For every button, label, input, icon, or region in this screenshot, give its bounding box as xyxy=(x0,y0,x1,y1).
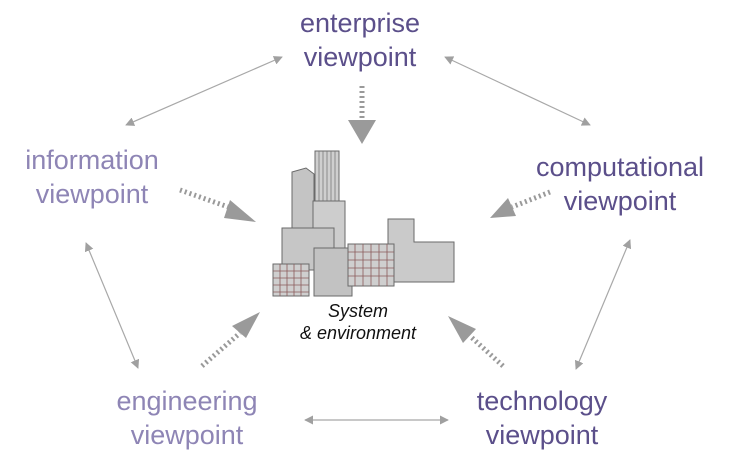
computational-viewpoint-label: computational viewpoint xyxy=(520,150,720,218)
engineering-viewpoint-label: engineering viewpoint xyxy=(92,384,282,452)
connector-computational-technology xyxy=(574,239,632,370)
engineering-viewpoint-line1: engineering xyxy=(116,386,258,416)
viewpoint-connectors xyxy=(84,56,632,425)
system-label-line1: System xyxy=(327,301,388,321)
computational-viewpoint-line1: computational xyxy=(535,152,705,182)
enterprise-viewpoint-label: enterprise viewpoint xyxy=(270,6,450,74)
arrow-engineering-to-system xyxy=(200,312,260,368)
system-environment-label: System & environment xyxy=(258,300,458,344)
computational-viewpoint-line2: viewpoint xyxy=(563,186,677,216)
connector-information-engineering xyxy=(84,242,140,369)
arrow-information-to-system xyxy=(179,187,256,222)
arrow-enterprise-to-system xyxy=(348,86,376,144)
arrow-technology-to-system xyxy=(448,316,505,368)
connector-enterprise-information xyxy=(125,56,283,126)
information-viewpoint-label: information viewpoint xyxy=(6,143,178,211)
technology-viewpoint-line2: viewpoint xyxy=(485,420,599,450)
technology-viewpoint-line1: technology xyxy=(476,386,608,416)
information-viewpoint-line2: viewpoint xyxy=(35,179,149,209)
arrow-computational-to-system xyxy=(490,189,551,218)
information-viewpoint-line1: information xyxy=(25,145,159,175)
enterprise-viewpoint-line1: enterprise xyxy=(299,8,421,38)
system-buildings-illustration xyxy=(272,150,455,297)
enterprise-viewpoint-line2: viewpoint xyxy=(303,42,417,72)
focus-arrows xyxy=(179,86,551,368)
technology-viewpoint-label: technology viewpoint xyxy=(462,384,622,452)
engineering-viewpoint-line2: viewpoint xyxy=(130,420,244,450)
system-label-line2: & environment xyxy=(299,323,417,343)
connector-enterprise-computational xyxy=(444,56,591,126)
